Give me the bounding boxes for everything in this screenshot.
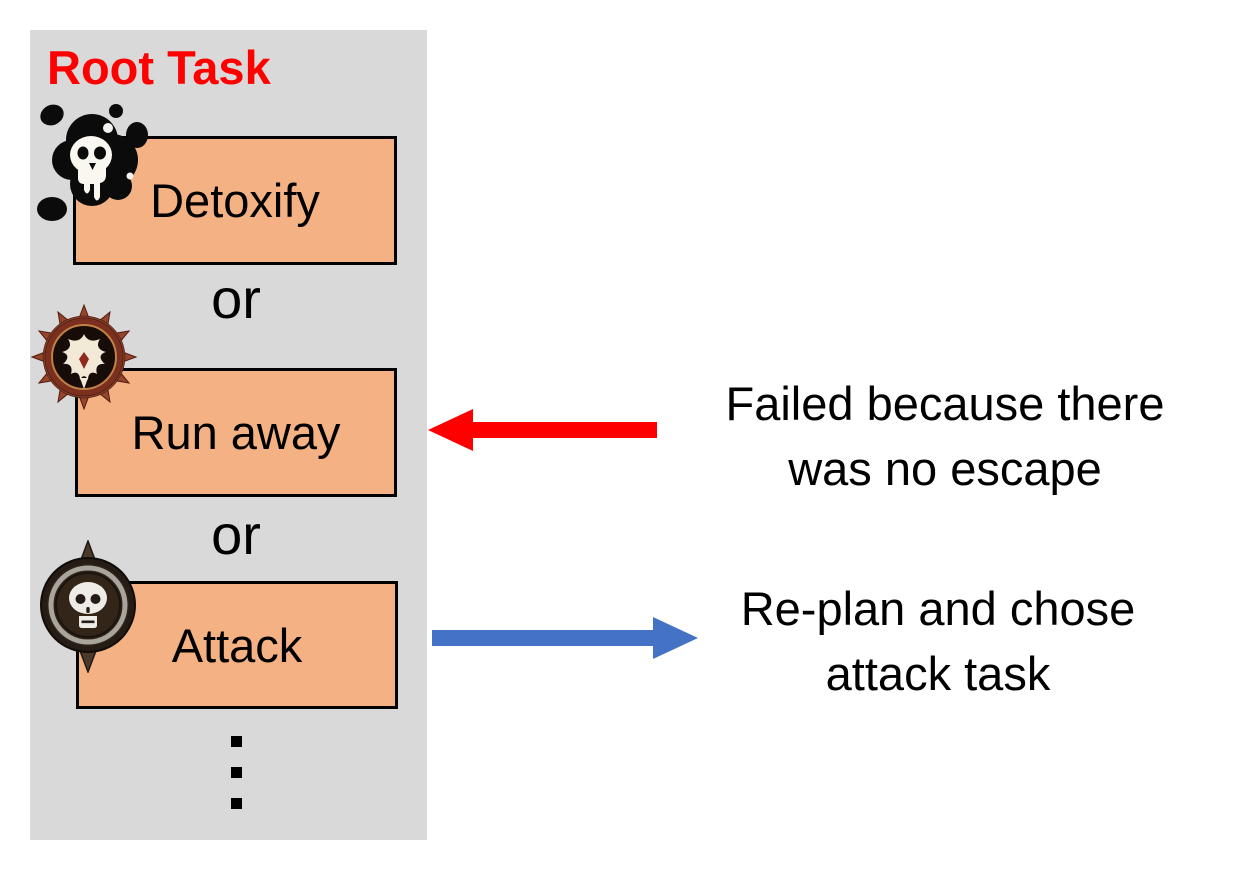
ellipsis-dot: [230, 767, 242, 778]
ellipsis-dot: [230, 736, 242, 747]
task-box-run-away: Run away: [75, 368, 397, 497]
replan-annotation-line1: Re-plan and chose: [740, 582, 1136, 635]
or-separator-1: or: [211, 267, 261, 330]
replan-annotation: Re-plan and chose attack task: [658, 576, 1218, 706]
task-box-attack: Attack: [76, 581, 398, 709]
failed-annotation-line1: Failed because there: [725, 377, 1165, 430]
vertical-ellipsis-dots: [75, 736, 397, 809]
replan-right-arrow: [432, 617, 698, 659]
replan-annotation-line2: attack task: [825, 647, 1051, 700]
or-separator-2: or: [211, 503, 261, 566]
failed-left-arrow: [428, 409, 657, 451]
spiked-skull-emblem-icon: [40, 540, 136, 673]
task-label-attack: Attack: [171, 618, 303, 672]
poison-splat-skull-icon: [37, 104, 148, 221]
spiked-rage-emblem-icon: [30, 304, 138, 410]
root-task-title: Root Task: [47, 41, 271, 94]
ellipsis-dot: [230, 798, 242, 809]
failed-annotation-line2: was no escape: [788, 442, 1102, 495]
task-label-run-away: Run away: [131, 406, 341, 459]
task-label-detoxify: Detoxify: [150, 174, 320, 227]
failed-annotation: Failed because there was no escape: [665, 371, 1225, 501]
